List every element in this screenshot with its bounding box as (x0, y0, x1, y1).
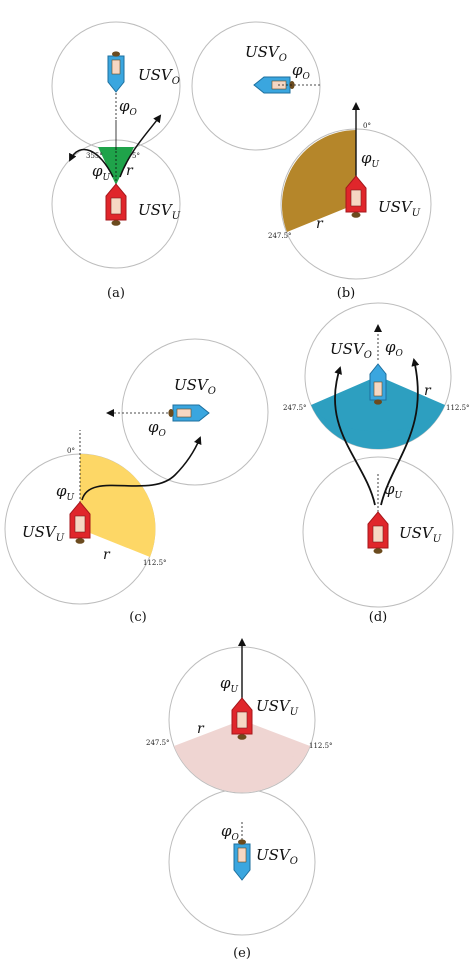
usv-u-label: USVU (378, 198, 421, 219)
green-sector (98, 147, 134, 185)
angle-label-1: 355° (86, 152, 103, 160)
phi-u-label: φU (56, 482, 75, 503)
angle-label-1: 247.5° (146, 739, 170, 747)
panel-b: USVO φO φU r 0° 247.5° USVU (b) (191, 21, 432, 301)
usv-u-domain-circle (302, 456, 454, 608)
caption-e: (e) (233, 946, 251, 961)
usv-o-boat (253, 76, 296, 94)
angle-label-1: 0° (67, 447, 75, 455)
angle-label-1: 0° (363, 122, 371, 130)
panel-a: USVO φO φU r 355° 5° USVU (a) (51, 21, 181, 301)
angle-label-1: 247.5° (283, 404, 307, 412)
usv-u-label: USVU (138, 201, 181, 222)
usv-o-boat (167, 404, 210, 422)
r-label: r (126, 163, 134, 179)
usv-o-label: USVO (138, 66, 180, 87)
usv-u-label: USVU (399, 524, 442, 545)
phi-o-label: φO (148, 418, 167, 439)
phi-u-label: φU (384, 480, 403, 501)
r-label: r (103, 547, 111, 563)
angle-label-2: 112.5° (309, 742, 333, 750)
panel-e: φU USVU r 247.5° 112.5° φO USVO (e) (146, 638, 333, 961)
panel-c: USVO φO φU r 0° 112.5° USVU (c) (4, 338, 269, 625)
brown-sector (281, 130, 356, 232)
avoid-path (81, 436, 202, 501)
pink-sector-lower (174, 746, 310, 764)
usv-o-label: USVO (174, 376, 216, 397)
avoid-path-right (119, 114, 162, 178)
phi-o-label: φO (119, 97, 138, 118)
usv-o-boat (107, 50, 125, 93)
r-label: r (316, 216, 324, 232)
usv-o-label: USVO (330, 340, 372, 361)
usv-u-boat (105, 183, 127, 227)
phi-u-label: φU (92, 162, 111, 183)
avoid-path-left (334, 366, 376, 506)
caption-c: (c) (129, 610, 146, 625)
usv-o-boat (369, 363, 387, 406)
usv-o-domain-circle (121, 338, 269, 486)
phi-u-label: φU (361, 149, 380, 170)
phi-o-label: φO (385, 338, 404, 359)
usv-u-boat (231, 697, 253, 741)
angle-label-2: 247.5° (268, 232, 292, 240)
angle-label-2: 112.5° (143, 559, 167, 567)
usv-u-label: USVU (256, 697, 299, 718)
panel-d: USVO φO φU r 247.5° 112.5° USVU (d) (283, 302, 470, 625)
phi-o-label: φO (292, 61, 311, 82)
caption-a: (a) (107, 286, 125, 301)
usv-o-domain-circle (191, 21, 321, 151)
phi-u-label: φU (220, 674, 239, 695)
usv-u-boat (367, 511, 389, 555)
avoid-path-left (69, 148, 114, 178)
angle-label-2: 5° (132, 152, 140, 160)
caption-b: (b) (337, 286, 355, 301)
usv-u-label: USVU (22, 523, 65, 544)
yellow-sector (80, 453, 156, 557)
phi-o-label: φO (221, 822, 240, 843)
r-label: r (424, 383, 432, 399)
teal-sector-lower (311, 405, 445, 432)
angle-label-2: 112.5° (446, 404, 470, 412)
caption-d: (d) (369, 610, 387, 625)
usv-o-label: USVO (256, 846, 298, 867)
avoid-path-right (380, 358, 420, 506)
usv-o-boat (233, 838, 251, 881)
r-label: r (197, 721, 205, 737)
usv-o-label: USVO (245, 43, 287, 64)
